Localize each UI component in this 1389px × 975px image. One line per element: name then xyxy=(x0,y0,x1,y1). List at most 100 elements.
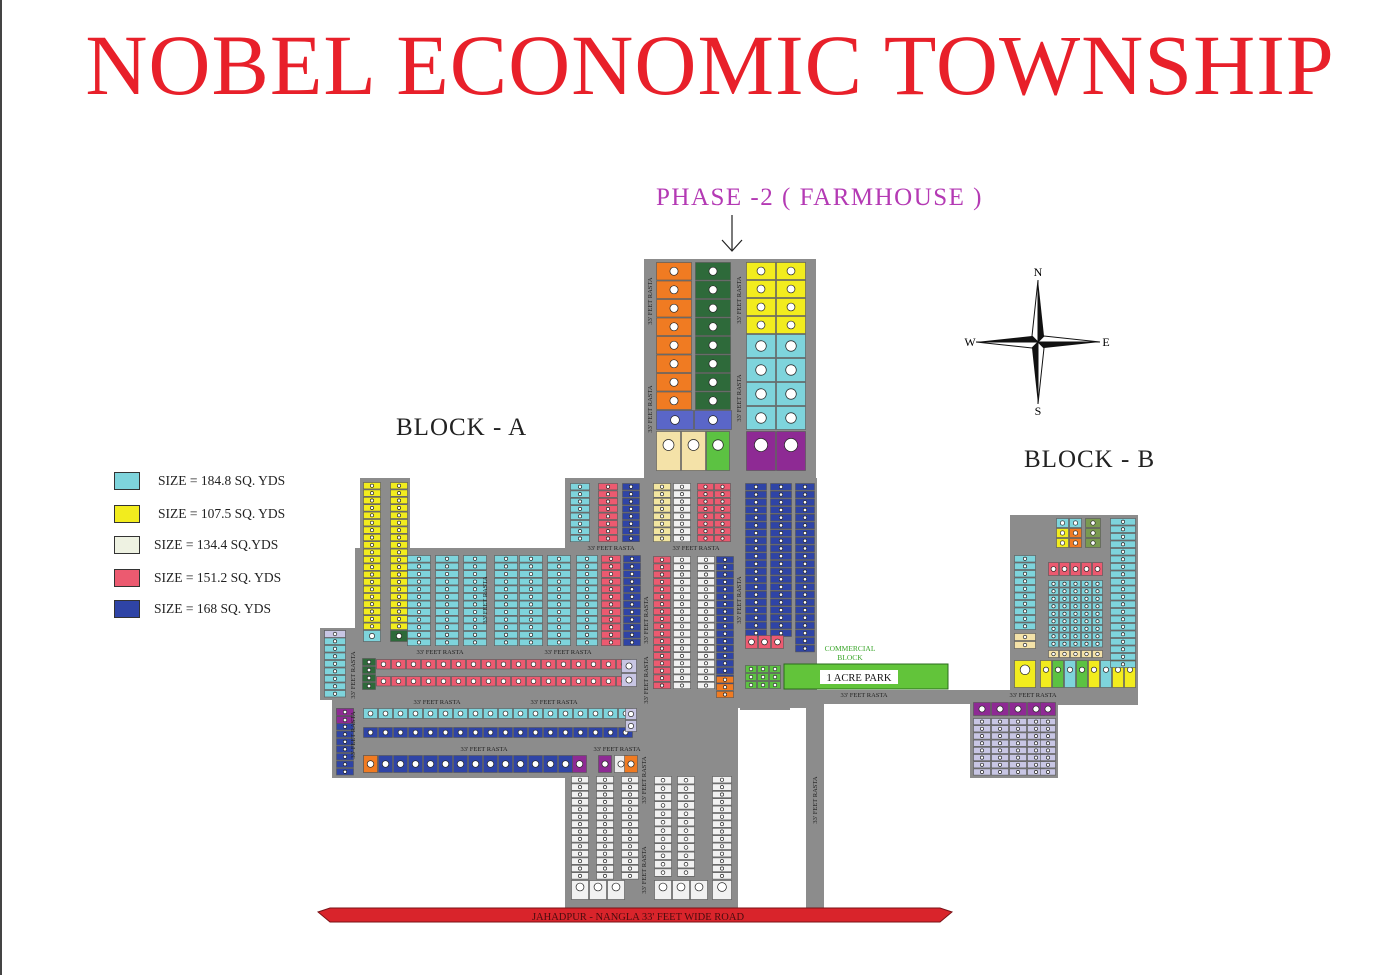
legend-swatch xyxy=(114,505,140,523)
plot-marker-icon xyxy=(1062,589,1067,594)
plot-marker-icon xyxy=(998,762,1002,767)
plot-marker-icon xyxy=(683,820,689,825)
plot-marker-icon xyxy=(1095,611,1100,616)
plot-marker-icon xyxy=(500,661,507,667)
plot-marker-icon xyxy=(472,587,478,592)
plot-marker-icon xyxy=(1084,619,1089,624)
plot-marker-icon xyxy=(676,882,686,892)
plot-marker-icon xyxy=(528,579,534,584)
plot-marker-icon xyxy=(802,631,808,636)
plot-marker-icon xyxy=(784,438,798,452)
plot-marker-icon xyxy=(723,602,727,607)
plot-marker-icon xyxy=(723,624,727,629)
plot-marker-icon xyxy=(980,770,984,774)
plot-marker-icon xyxy=(1090,520,1096,526)
plot-marker-icon xyxy=(397,550,401,555)
plot-marker-icon xyxy=(1120,587,1125,592)
plot-marker-icon xyxy=(1022,556,1027,561)
plot-marker-icon xyxy=(366,683,372,689)
plot xyxy=(1064,660,1076,688)
plot-marker-icon xyxy=(778,561,784,566)
plot-marker-icon xyxy=(397,729,404,736)
plot-marker-icon xyxy=(802,484,808,489)
plot xyxy=(1100,660,1112,688)
plot-marker-icon xyxy=(502,710,509,717)
plot-marker-icon xyxy=(578,499,582,504)
plot-marker-icon xyxy=(627,760,635,768)
plot-marker-icon xyxy=(608,564,614,569)
plot-marker-icon xyxy=(603,807,607,812)
plot-marker-icon xyxy=(441,760,450,768)
plot-marker-icon xyxy=(370,572,374,577)
plot-marker-icon xyxy=(660,653,664,658)
plot-marker-icon xyxy=(704,572,708,577)
plot-marker-icon xyxy=(720,499,725,504)
plot-marker-icon xyxy=(592,710,599,717)
plot-marker-icon xyxy=(382,729,389,736)
plot-marker-icon xyxy=(608,617,614,622)
plot-marker-icon xyxy=(720,844,724,849)
rasta-label: 33' FEET RASTA xyxy=(736,276,743,323)
plot-marker-icon xyxy=(753,546,759,551)
plot-marker-icon xyxy=(723,609,727,614)
plot-marker-icon xyxy=(1073,634,1078,639)
plot-marker-icon xyxy=(1046,748,1050,753)
phase-label: PHASE -2 ( FARMHOUSE ) xyxy=(656,184,984,211)
plot-marker-icon xyxy=(660,845,666,850)
plot-marker-icon xyxy=(660,624,664,629)
plot-marker-icon xyxy=(397,535,401,540)
plot-marker-icon xyxy=(778,515,784,520)
plot-marker-icon xyxy=(680,653,684,658)
legend-swatch xyxy=(114,536,140,554)
main-road-label: JAHADPUR - NANGLA 33' FEET WIDE ROAD xyxy=(532,912,745,923)
plot-marker-icon xyxy=(1095,604,1100,609)
plot-marker-icon xyxy=(472,571,478,577)
plot-marker-icon xyxy=(333,661,338,666)
plot-marker-icon xyxy=(1120,549,1125,554)
plot-marker-icon xyxy=(703,506,708,511)
plot-marker-icon xyxy=(760,674,766,680)
legend-text: SIZE = 134.4 SQ.YDS xyxy=(154,537,279,552)
plot-marker-icon xyxy=(778,600,784,605)
plot-marker-icon xyxy=(683,828,689,833)
plot-marker-icon xyxy=(1095,596,1100,601)
plot-marker-icon xyxy=(680,609,684,614)
plot-marker-icon xyxy=(786,266,796,276)
plot-marker-icon xyxy=(669,303,679,313)
plot-marker-icon xyxy=(503,602,509,607)
plot-marker-icon xyxy=(753,561,759,566)
plot-marker-icon xyxy=(753,500,759,505)
plot-marker-icon xyxy=(397,616,401,621)
plot-marker-icon xyxy=(629,556,635,561)
plot-marker-icon xyxy=(530,678,537,684)
plot-marker-icon xyxy=(660,803,666,808)
plot-marker-icon xyxy=(502,729,509,736)
plot-marker-icon xyxy=(708,377,718,387)
plot-marker-icon xyxy=(660,794,666,800)
plot-marker-icon xyxy=(584,632,590,637)
plot-marker-icon xyxy=(778,523,784,528)
plot-marker-icon xyxy=(1022,571,1027,576)
plot-marker-icon xyxy=(1034,770,1038,774)
plot-marker-icon xyxy=(532,729,539,736)
plot-marker-icon xyxy=(343,739,348,744)
plot-marker-icon xyxy=(606,529,610,534)
plot-marker-icon xyxy=(708,415,718,425)
plot-marker-icon xyxy=(628,836,632,841)
plot-marker-icon xyxy=(755,388,767,400)
plot-marker-icon xyxy=(444,556,450,561)
plot-marker-icon xyxy=(487,729,494,736)
plot-marker-icon xyxy=(367,729,374,736)
plot-marker-icon xyxy=(444,632,450,637)
plot-marker-icon xyxy=(772,674,778,680)
plot-marker-icon xyxy=(545,661,552,667)
plot-marker-icon xyxy=(342,709,348,715)
plot-marker-icon xyxy=(748,682,754,688)
plot-marker-icon xyxy=(785,364,797,376)
plot-marker-icon xyxy=(1046,741,1050,746)
plot-marker-icon xyxy=(723,565,727,570)
plot-marker-icon xyxy=(687,439,700,451)
plot-marker-icon xyxy=(584,571,590,577)
plot-marker-icon xyxy=(370,520,374,525)
plot-marker-icon xyxy=(1016,748,1020,753)
